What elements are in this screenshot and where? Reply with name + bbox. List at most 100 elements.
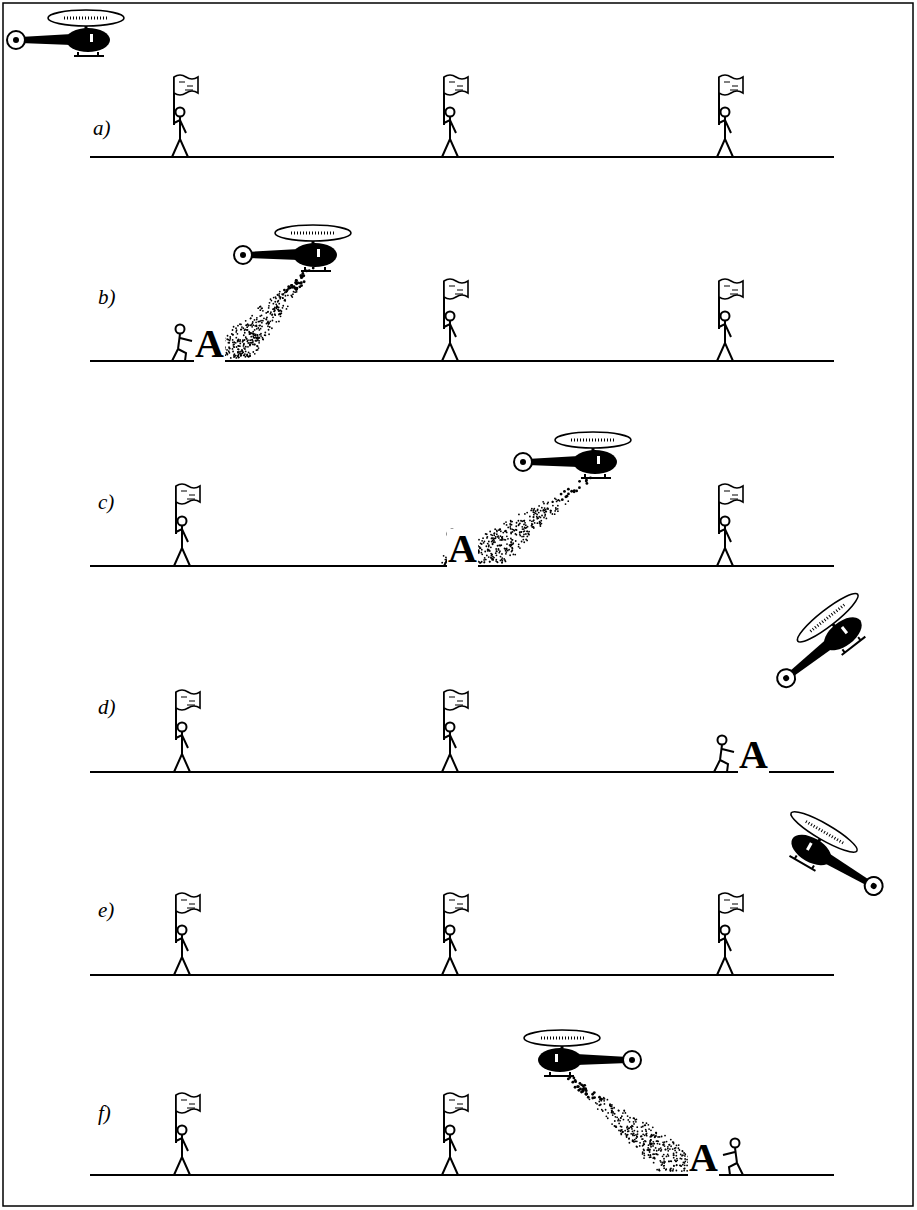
spray-dot <box>541 507 543 509</box>
fuselage <box>818 611 867 657</box>
helicopter <box>772 806 896 904</box>
spray-dot <box>557 505 559 507</box>
spray-dot <box>245 346 247 348</box>
feet <box>171 771 193 773</box>
spray-dot <box>497 535 499 537</box>
spray-dot <box>627 1119 629 1121</box>
spray-dot <box>246 324 248 326</box>
spray-dot <box>520 520 522 522</box>
spray-dot <box>672 1168 674 1170</box>
spray-dot <box>499 528 501 530</box>
sign-letter: A <box>447 529 478 569</box>
spray-dot <box>609 1103 611 1105</box>
spray-dot <box>565 503 567 505</box>
spray-dot <box>515 533 517 535</box>
spray-dot <box>551 513 553 515</box>
spray-dot <box>491 537 493 539</box>
spray-dot <box>648 1128 650 1130</box>
spray-dot <box>236 346 238 348</box>
spray-dot <box>675 1160 677 1162</box>
spray-dot <box>241 326 243 328</box>
spray-dot <box>614 1120 616 1122</box>
skids <box>581 474 611 478</box>
spray-dot <box>650 1129 652 1131</box>
spray-dot <box>273 310 275 312</box>
spray-dot <box>259 306 261 308</box>
spray-dot <box>521 541 523 543</box>
spray-dot <box>516 522 518 524</box>
spray-dot <box>643 1149 645 1151</box>
spray-dot <box>570 490 573 493</box>
flag <box>719 893 743 913</box>
spray-dot <box>650 1143 652 1145</box>
flag <box>444 690 468 710</box>
spray-dot <box>250 333 252 335</box>
spray-dot <box>503 523 505 525</box>
spray-dot <box>620 1132 622 1134</box>
spray-dot <box>278 293 280 295</box>
spray-dot <box>484 551 486 553</box>
feet <box>439 771 461 773</box>
spray-dot <box>489 561 491 563</box>
spray-dot <box>506 535 508 537</box>
spray-dot <box>515 529 517 531</box>
legs <box>174 548 190 566</box>
spray-dot <box>257 334 259 336</box>
spray-dot <box>481 553 483 555</box>
spray-dot <box>232 334 234 336</box>
legs <box>442 1157 458 1175</box>
spray-dot <box>249 339 251 341</box>
flag-bearer <box>439 75 468 157</box>
spray-dot <box>657 1154 659 1156</box>
sign-letter: A <box>738 735 769 775</box>
spray-dot <box>643 1157 645 1159</box>
spray-dot <box>275 307 277 309</box>
spray-dot <box>484 557 486 559</box>
spray-dot <box>518 524 520 526</box>
spray-dot <box>262 339 264 341</box>
spray-dot <box>269 302 271 304</box>
spray-dot <box>533 514 535 516</box>
spray-dot <box>499 528 501 530</box>
spray-dot <box>232 351 234 353</box>
flag-bearer <box>169 75 198 157</box>
spray-dot <box>295 279 298 282</box>
panel-label: a) <box>93 118 111 139</box>
spray-dot <box>228 342 230 344</box>
head <box>178 1126 187 1135</box>
spray-dot <box>585 1093 588 1096</box>
arms <box>174 120 186 133</box>
spray-dot <box>273 308 275 310</box>
spray-dot <box>539 522 541 524</box>
spray-dot <box>242 340 244 342</box>
skids <box>789 852 817 870</box>
spray-dot <box>526 530 528 532</box>
spray-dot <box>240 329 242 331</box>
spray-dot <box>650 1146 652 1148</box>
spray-dot <box>268 322 270 324</box>
spray-dot <box>668 1155 670 1157</box>
spray-dot <box>270 313 272 315</box>
spray-dot <box>245 338 247 340</box>
spray-dot <box>526 535 528 537</box>
spray-dot <box>672 1141 674 1143</box>
sign-letter: A <box>688 1138 719 1178</box>
arm <box>180 338 192 341</box>
spray-dot <box>510 541 512 543</box>
spray-dot <box>558 499 560 501</box>
spray-dot <box>274 313 276 315</box>
spray-dot <box>683 1168 685 1170</box>
feet <box>439 360 461 362</box>
spray-dot <box>670 1145 672 1147</box>
spray-dot <box>265 319 267 321</box>
spray-dot <box>500 556 502 558</box>
spray-dot <box>243 345 245 347</box>
spray-dot <box>262 320 264 322</box>
flag <box>444 75 468 95</box>
spray-dot <box>633 1118 635 1120</box>
window <box>317 249 320 257</box>
spray-dot <box>633 1117 635 1119</box>
spray-dot <box>517 520 519 522</box>
spray-dot <box>485 545 487 547</box>
